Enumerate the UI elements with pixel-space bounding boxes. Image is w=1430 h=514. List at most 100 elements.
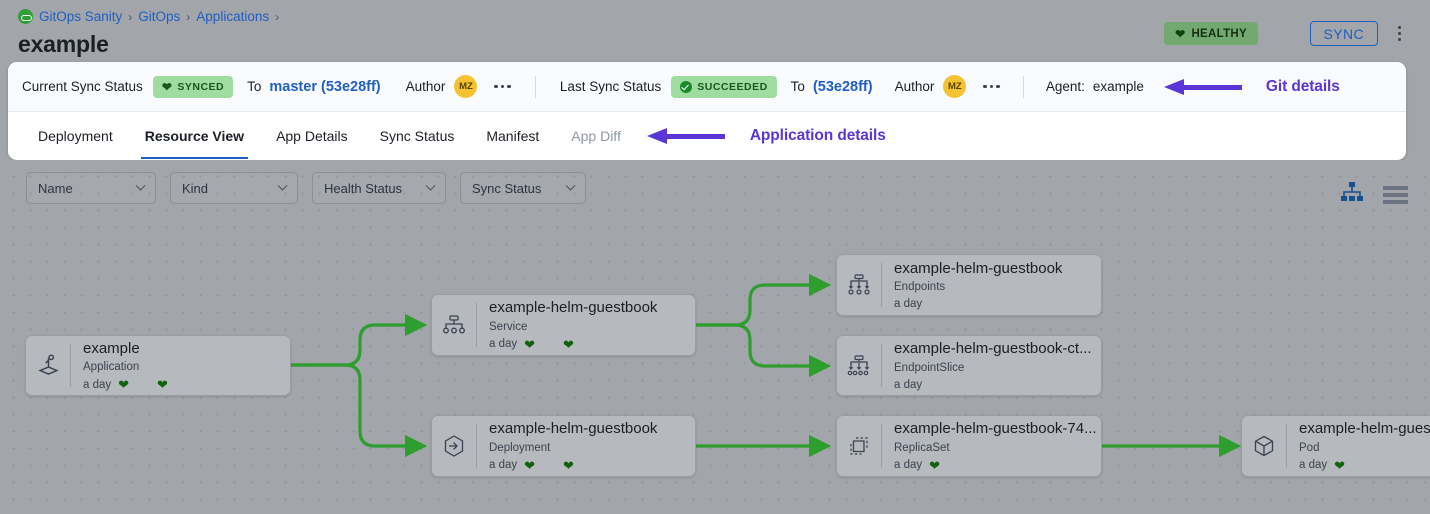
breadcrumb-separator: › — [275, 9, 280, 24]
health-heart-icon: ❤ — [118, 377, 130, 393]
filter-bar: Name Kind Health Status Sync Status — [0, 160, 1430, 212]
node-meta: a day ❤ ❤ — [489, 338, 695, 351]
breadcrumb-item-applications[interactable]: Applications — [196, 9, 270, 24]
node-kind: Pod — [1299, 441, 1320, 454]
annotation-arrow-git-details — [1163, 78, 1242, 95]
node-meta: a day ❤ ❤ — [83, 378, 290, 391]
node-meta: a day ❤ ❤ — [489, 459, 695, 472]
graph-node-pod[interactable]: example-helm-guest Pod a day ❤ — [1241, 415, 1430, 477]
agent-value: example — [1092, 79, 1144, 94]
sync-button[interactable]: SYNC — [1309, 21, 1378, 46]
tab-label: App Details — [276, 127, 348, 144]
node-name: example-helm-guestbook — [489, 420, 658, 438]
graph-node-service[interactable]: example-helm-guestbook Service a day ❤ ❤ — [431, 294, 696, 356]
tab-label: App Diff — [571, 127, 621, 144]
filter-kind[interactable]: Kind — [170, 172, 298, 204]
breadcrumb-item-gitops-sanity[interactable]: GitOps Sanity — [39, 9, 123, 24]
current-sync-status-label: Current Sync Status — [22, 79, 143, 94]
replicaset-icon — [837, 416, 881, 476]
health-status-label: HEALTHY — [1191, 27, 1247, 40]
tab-label: Deployment — [38, 127, 113, 144]
node-kind: Application — [83, 361, 140, 374]
node-name: example-helm-guestbook — [489, 299, 658, 317]
tree-view-icon[interactable] — [1341, 182, 1363, 207]
pod-icon — [1242, 416, 1286, 476]
node-age: a day — [489, 338, 518, 351]
service-icon — [432, 295, 476, 355]
deployment-icon — [432, 416, 476, 476]
node-name: example-helm-guest — [1299, 420, 1430, 438]
current-sync-status-badge[interactable]: ❤ SYNCED — [152, 75, 234, 98]
node-body: example-helm-guestbook-74... ReplicaSet … — [882, 420, 1101, 472]
node-body: example-helm-guestbook Endpoints a day — [882, 260, 1101, 311]
node-kind: Service — [489, 320, 528, 333]
divider — [476, 303, 477, 347]
heart-icon: ❤ — [1175, 26, 1186, 41]
divider — [881, 263, 882, 307]
tab-label: Manifest — [486, 127, 540, 144]
node-body: example-helm-guest Pod a day ❤ — [1287, 420, 1430, 472]
node-kind: ReplicaSet — [894, 441, 950, 454]
node-name: example — [83, 339, 140, 357]
chevron-down-icon — [135, 180, 146, 191]
agent-label: Agent: — [1045, 79, 1085, 94]
annotation-git-details: Git details — [1265, 77, 1340, 95]
tab-app-diff[interactable]: App Diff — [555, 112, 637, 159]
tab-manifest[interactable]: Manifest — [470, 112, 555, 159]
current-more-icon[interactable] — [494, 84, 511, 89]
current-revision-link[interactable]: master (53e28ff) — [269, 78, 381, 95]
current-author-label: Author — [405, 79, 446, 94]
node-age: a day — [894, 298, 923, 311]
chevron-down-icon — [565, 180, 576, 191]
divider — [534, 75, 536, 98]
node-body: example-helm-guestbook Deployment a day … — [477, 420, 695, 472]
chevron-down-icon — [277, 180, 288, 191]
breadcrumb: GitOps Sanity › GitOps › Applications › — [18, 9, 279, 24]
node-meta: a day — [894, 298, 1101, 310]
tab-label: Sync Status — [379, 127, 455, 144]
tab-deployment[interactable]: Deployment — [22, 112, 129, 159]
avatar[interactable]: MZ — [943, 75, 967, 98]
last-more-icon[interactable] — [983, 84, 1000, 89]
filter-name[interactable]: Name — [26, 172, 156, 204]
tab-resource-view[interactable]: Resource View — [129, 112, 260, 159]
divider — [881, 424, 882, 468]
graph-node-endpointslice[interactable]: example-helm-guestbook-ct... EndpointSli… — [836, 335, 1102, 396]
graph-node-endpoints[interactable]: example-helm-guestbook Endpoints a day — [836, 254, 1102, 316]
tab-sync-status[interactable]: Sync Status — [364, 112, 471, 159]
breadcrumb-separator: › — [186, 9, 191, 24]
graph-node-replicaset[interactable]: example-helm-guestbook-74... ReplicaSet … — [836, 415, 1102, 477]
application-icon — [26, 336, 70, 395]
node-age: a day — [894, 459, 923, 472]
health-heart-icon: ❤ — [524, 457, 536, 473]
page-title: example — [18, 31, 109, 57]
sync-heart-icon: ❤ — [563, 457, 574, 473]
filter-label: Name — [38, 180, 73, 196]
resource-graph-canvas[interactable]: Name Kind Health Status Sync Status — [0, 160, 1430, 514]
filter-label: Health Status — [324, 180, 403, 196]
divider — [1286, 424, 1287, 468]
current-sync-status-value: SYNCED — [177, 80, 225, 93]
filter-sync-status[interactable]: Sync Status — [460, 172, 586, 204]
sync-heart-icon: ❤ — [563, 336, 574, 352]
check-circle-icon — [680, 80, 693, 93]
last-revision-link[interactable]: (53e28ff) — [812, 78, 873, 95]
node-body: example Application a day ❤ ❤ — [71, 340, 290, 392]
filter-health-status[interactable]: Health Status — [312, 172, 446, 204]
list-view-icon[interactable] — [1383, 185, 1408, 204]
more-options-icon[interactable] — [1390, 20, 1408, 46]
last-sync-status-label: Last Sync Status — [559, 79, 662, 94]
last-sync-status-value: SUCCEEDED — [697, 80, 768, 93]
tab-label: Resource View — [144, 127, 245, 144]
health-status-badge[interactable]: ❤ HEALTHY — [1164, 22, 1258, 45]
avatar[interactable]: MZ — [454, 75, 478, 98]
divider — [1022, 75, 1024, 98]
graph-node-deployment[interactable]: example-helm-guestbook Deployment a day … — [431, 415, 696, 477]
breadcrumb-item-gitops[interactable]: GitOps — [138, 9, 181, 24]
graph-node-application[interactable]: example Application a day ❤ ❤ — [25, 335, 291, 396]
gitops-logo-icon — [18, 9, 33, 24]
last-sync-status-badge[interactable]: SUCCEEDED — [671, 75, 777, 98]
tab-app-details[interactable]: App Details — [260, 112, 364, 159]
filter-label: Kind — [182, 180, 209, 196]
